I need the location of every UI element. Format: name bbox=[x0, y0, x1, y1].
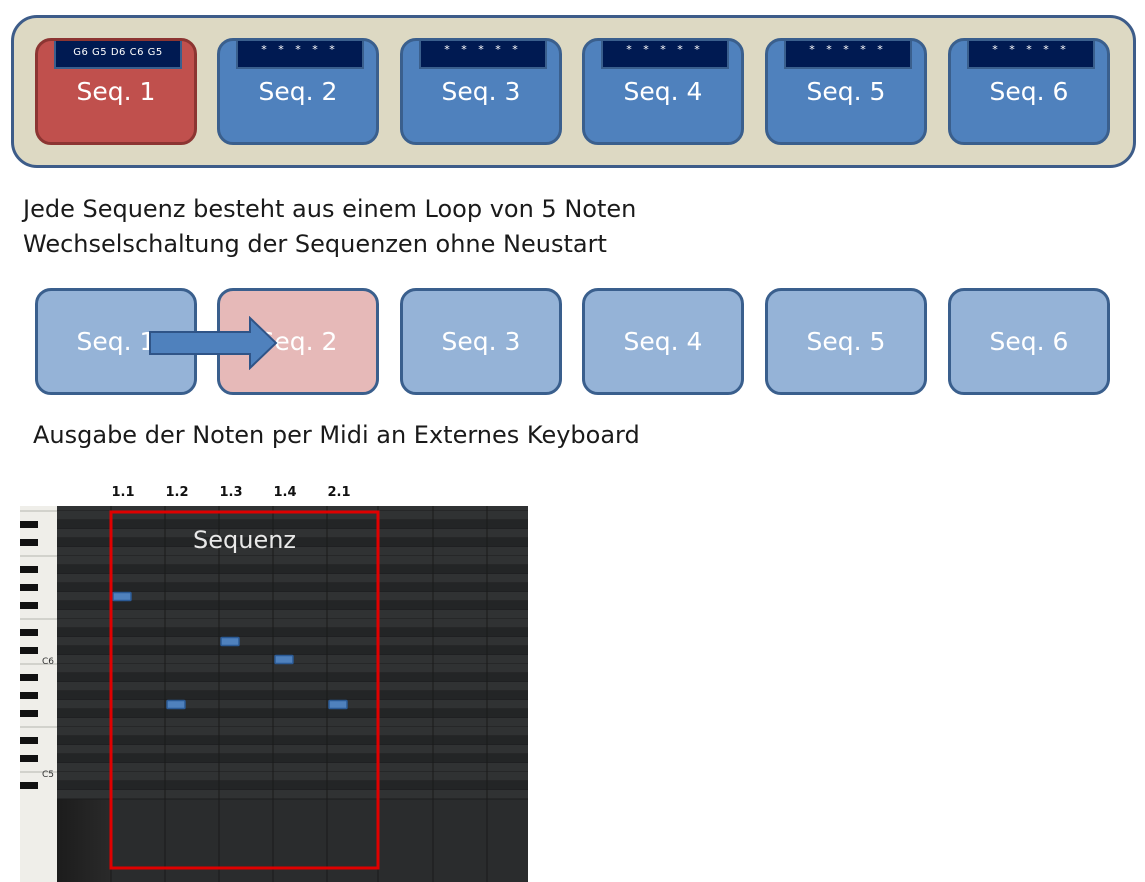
grid-row bbox=[57, 547, 528, 556]
seq-2-button[interactable]: * * * * * Seq. 2 bbox=[217, 38, 379, 145]
grid-row bbox=[57, 718, 528, 727]
seq-4-state-label: Seq. 4 bbox=[623, 327, 703, 356]
grid-row bbox=[57, 790, 528, 799]
seq-6-label: Seq. 6 bbox=[989, 77, 1069, 106]
grid-row bbox=[57, 727, 528, 736]
seq-3-button[interactable]: * * * * * Seq. 3 bbox=[400, 38, 562, 145]
ruler-label-5: 2.1 bbox=[327, 485, 351, 500]
octave-label-c5: C5 bbox=[42, 770, 54, 780]
seq-2-notes: * * * * * bbox=[236, 41, 364, 69]
grid-row bbox=[57, 682, 528, 691]
output-description: Ausgabe der Noten per Midi an Externes K… bbox=[33, 421, 640, 449]
seq-5-button[interactable]: * * * * * Seq. 5 bbox=[765, 38, 927, 145]
grid-row bbox=[57, 763, 528, 772]
grid-row bbox=[57, 574, 528, 583]
grid-row bbox=[57, 673, 528, 682]
grid-row bbox=[57, 565, 528, 574]
seq-5-label: Seq. 5 bbox=[806, 77, 886, 106]
black-key[interactable] bbox=[20, 782, 38, 789]
black-key[interactable] bbox=[20, 521, 38, 528]
black-key[interactable] bbox=[20, 539, 38, 546]
grid-row bbox=[57, 664, 528, 673]
seq-4-state[interactable]: Seq. 4 bbox=[582, 288, 744, 395]
grid-row bbox=[57, 520, 528, 529]
grid-row bbox=[57, 538, 528, 547]
black-key[interactable] bbox=[20, 674, 38, 681]
seq-5-state[interactable]: Seq. 5 bbox=[765, 288, 927, 395]
description-line-1: Jede Sequenz besteht aus einem Loop von … bbox=[23, 195, 637, 223]
grid-row bbox=[57, 736, 528, 745]
note-block-5[interactable] bbox=[328, 699, 348, 710]
black-key[interactable] bbox=[20, 710, 38, 717]
seq-1-notes: G6 G5 D6 C6 G5 bbox=[54, 41, 182, 69]
grid-row bbox=[57, 592, 528, 601]
seq-1-state[interactable]: Seq. 1 bbox=[35, 288, 197, 395]
ruler-label-3: 1.3 bbox=[219, 485, 243, 500]
seq-1-label: Seq. 1 bbox=[76, 77, 156, 106]
seq-3-state-label: Seq. 3 bbox=[441, 327, 521, 356]
description-line-2: Wechselschaltung der Sequenzen ohne Neus… bbox=[23, 230, 607, 258]
black-key[interactable] bbox=[20, 737, 38, 744]
ruler-label-2: 1.2 bbox=[165, 485, 189, 500]
seq-6-state-label: Seq. 6 bbox=[989, 327, 1069, 356]
grid-row bbox=[57, 610, 528, 619]
seq-5-state-label: Seq. 5 bbox=[806, 327, 886, 356]
black-key[interactable] bbox=[20, 755, 38, 762]
grid-row bbox=[57, 700, 528, 709]
grid-row bbox=[57, 601, 528, 610]
seq-3-notes: * * * * * bbox=[419, 41, 547, 69]
seq-6-state[interactable]: Seq. 6 bbox=[948, 288, 1110, 395]
grid-row bbox=[57, 628, 528, 637]
grid-row bbox=[57, 619, 528, 628]
seq-4-label: Seq. 4 bbox=[623, 77, 703, 106]
grid-row bbox=[57, 781, 528, 790]
seq-1-state-label: Seq. 1 bbox=[76, 327, 156, 356]
seq-1-button[interactable]: G6 G5 D6 C6 G5 Seq. 1 bbox=[35, 38, 197, 145]
seq-5-notes: * * * * * bbox=[784, 41, 912, 69]
seq-4-notes: * * * * * bbox=[601, 41, 729, 69]
black-key[interactable] bbox=[20, 647, 38, 654]
region-label: Sequenz bbox=[193, 526, 296, 554]
grid-row bbox=[57, 556, 528, 565]
black-key[interactable] bbox=[20, 629, 38, 636]
grid-row bbox=[57, 529, 528, 538]
seq-2-label: Seq. 2 bbox=[258, 77, 338, 106]
seq-3-label: Seq. 3 bbox=[441, 77, 521, 106]
black-key[interactable] bbox=[20, 566, 38, 573]
note-block-4[interactable] bbox=[274, 654, 294, 665]
note-block-2[interactable] bbox=[166, 699, 186, 710]
seq-4-button[interactable]: * * * * * Seq. 4 bbox=[582, 38, 744, 145]
note-block-3[interactable] bbox=[220, 636, 240, 647]
black-key[interactable] bbox=[20, 584, 38, 591]
grid-row bbox=[57, 511, 528, 520]
grid-row bbox=[57, 583, 528, 592]
black-key[interactable] bbox=[20, 602, 38, 609]
ruler-label-4: 1.4 bbox=[273, 485, 297, 500]
grid-row bbox=[57, 637, 528, 646]
grid-row bbox=[57, 691, 528, 700]
sequence-region[interactable] bbox=[109, 510, 380, 870]
note-block-1[interactable] bbox=[112, 591, 132, 602]
grid-row bbox=[57, 754, 528, 763]
switch-arrow-icon bbox=[149, 316, 278, 370]
piano-roll[interactable]: C6 C5 Sequenz bbox=[20, 506, 528, 882]
grid-row bbox=[57, 745, 528, 754]
piano-roll-canvas[interactable]: C6 C5 Sequenz bbox=[20, 506, 528, 882]
grid-row bbox=[57, 709, 528, 718]
ruler-label-1: 1.1 bbox=[111, 485, 135, 500]
octave-label-c6: C6 bbox=[42, 657, 54, 667]
seq-3-state[interactable]: Seq. 3 bbox=[400, 288, 562, 395]
grid-row bbox=[57, 506, 528, 511]
grid-row bbox=[57, 772, 528, 781]
seq-6-button[interactable]: * * * * * Seq. 6 bbox=[948, 38, 1110, 145]
grid-row bbox=[57, 646, 528, 655]
black-key[interactable] bbox=[20, 692, 38, 699]
seq-6-notes: * * * * * bbox=[967, 41, 1095, 69]
